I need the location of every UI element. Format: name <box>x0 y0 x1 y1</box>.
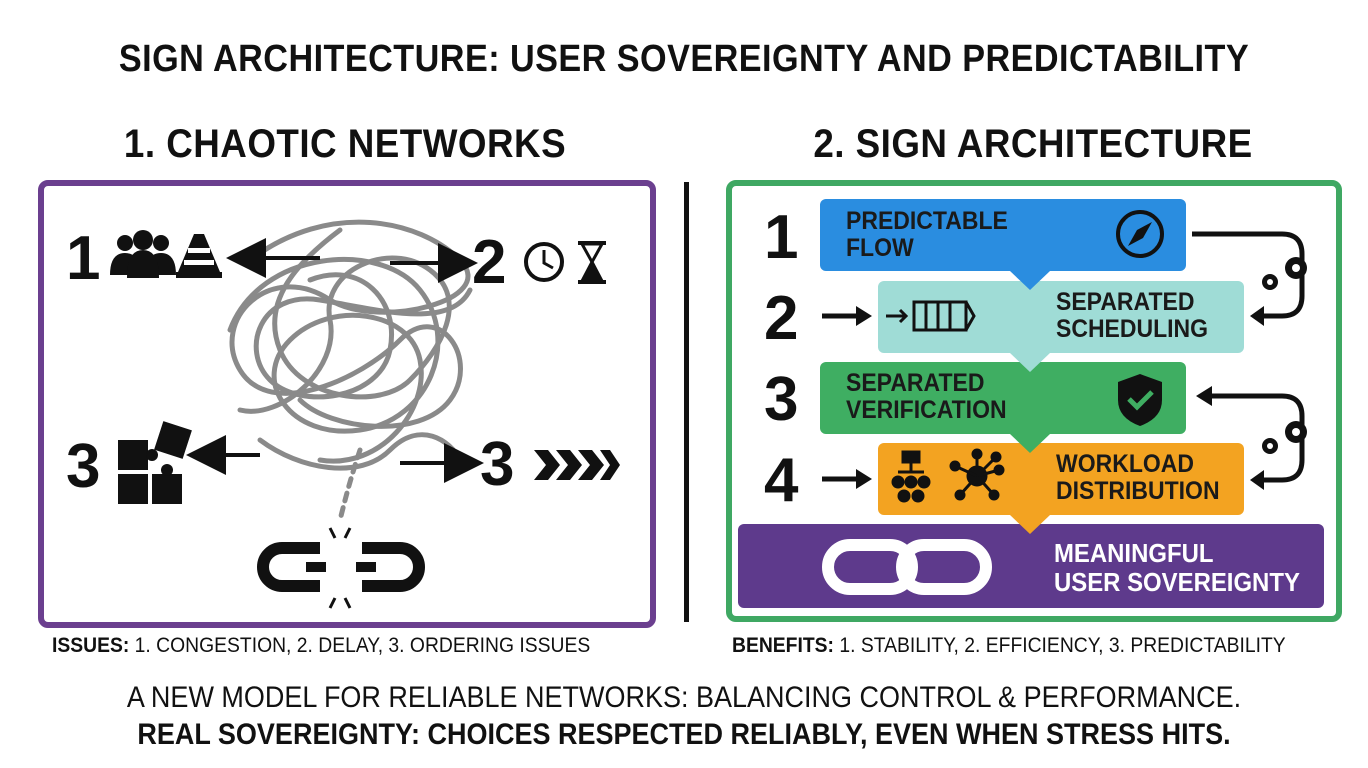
input-arrow-2-head <box>856 306 872 326</box>
flow-arrow-2 <box>1010 353 1050 372</box>
feedback-arrowhead-top <box>1250 306 1264 326</box>
chain-icon <box>828 545 986 589</box>
feedback-arrowhead-middle <box>1196 386 1212 406</box>
footer-line-2: REAL SOVEREIGNTY: CHOICES RESPECTED RELI… <box>68 718 1299 752</box>
step-4-number: 4 <box>764 450 798 512</box>
benefits-text: 1. STABILITY, 2. EFFICIENCY, 3. PREDICTA… <box>839 634 1285 657</box>
step-3-number: 3 <box>764 369 798 431</box>
step-2-number: 2 <box>764 288 798 350</box>
flow-arrow-4 <box>1010 515 1050 534</box>
compass-icon <box>1118 212 1162 256</box>
flow-arrow-3 <box>1010 434 1050 453</box>
input-arrow-4-head <box>856 469 872 489</box>
hierarchy-icon <box>893 452 929 501</box>
issues-text: 1. CONGESTION, 2. DELAY, 3. ORDERING ISS… <box>135 634 591 657</box>
footer-line-1: A NEW MODEL FOR RELIABLE NETWORKS: BALAN… <box>68 681 1299 715</box>
flow-arrow-1 <box>1010 271 1050 290</box>
issues-summary: ISSUES: 1. CONGESTION, 2. DELAY, 3. ORDE… <box>52 634 590 658</box>
step-1-number: 1 <box>764 207 798 269</box>
shield-check-icon <box>1118 374 1162 426</box>
benefits-label: BENEFITS: <box>732 634 834 657</box>
benefits-summary: BENEFITS: 1. STABILITY, 2. EFFICIENCY, 3… <box>732 634 1286 658</box>
feedback-loop-top <box>1192 234 1302 316</box>
queue-icon <box>886 302 974 330</box>
network-icon <box>951 450 1003 499</box>
feedback-arrowhead-bottom <box>1250 470 1264 490</box>
issues-label: ISSUES: <box>52 634 129 657</box>
